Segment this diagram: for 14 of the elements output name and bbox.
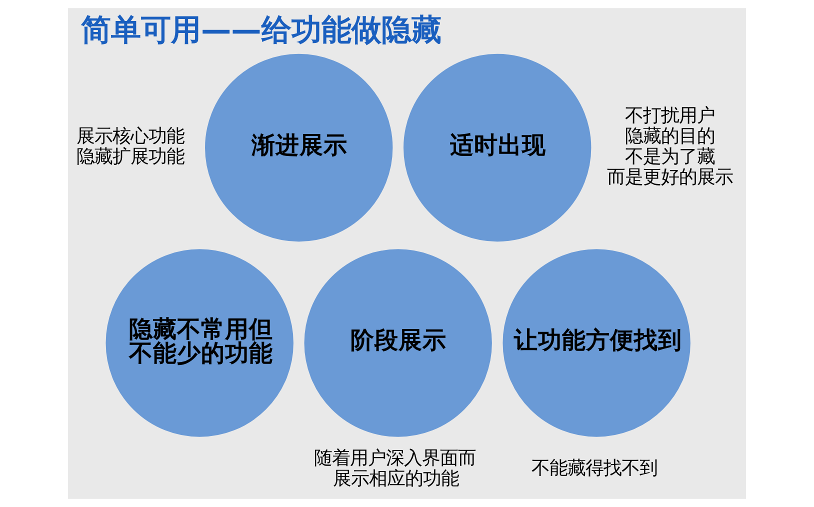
node-label: 而是更好的展示 (606, 166, 733, 188)
node-label: 隐藏扩展功能 (76, 146, 185, 168)
node-label: 隐藏的目的 (625, 126, 716, 147)
node-label: 展示核心功能 (76, 126, 185, 147)
node-label: 随着用户深入界面而展示相应的功能 (314, 448, 476, 490)
diagram-title: 简单可用——给功能做隐藏 (80, 12, 442, 48)
node-circle: 渐进展示 (205, 54, 393, 242)
node-circle: 阶段展示 (304, 249, 492, 437)
node-label: 不能藏得找不到 (531, 458, 658, 480)
node-label: 不是为了藏 (625, 146, 716, 168)
node-circle: 适时出现 (404, 54, 592, 242)
node-circle: 隐藏不常用但不能少的功能 (106, 249, 294, 437)
node-circle: 让功能方便找到 (502, 249, 690, 437)
node-label: 不打扰用户 (625, 105, 716, 126)
